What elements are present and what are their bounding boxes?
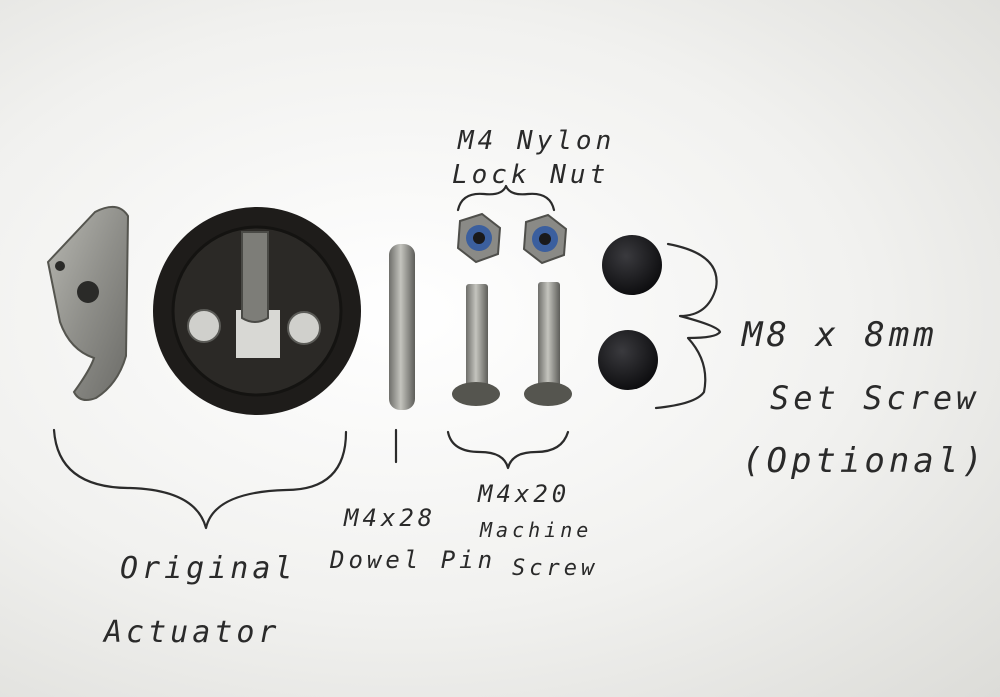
lock-nut-label-line2: Lock Nut xyxy=(452,160,610,190)
set-screw-label-line1: M8 x 8mm xyxy=(742,315,938,355)
machine-screw-label-line3: Screw xyxy=(512,556,599,581)
machine-screw-label-line1: M4x20 xyxy=(478,480,571,508)
dowel-pin-label-line1: M4x28 xyxy=(344,504,437,532)
lock-nut-label-line1: M4 Nylon xyxy=(458,126,616,156)
ink-annotations xyxy=(52,184,722,530)
actuator-label-line2: Actuator xyxy=(104,615,281,650)
machine-screw-part xyxy=(452,282,572,406)
actuator-label-line1: Original xyxy=(120,551,297,586)
ring-part xyxy=(153,207,361,415)
machine-screw-label-line2: Machine xyxy=(480,518,593,542)
set-screw-label-line2: Set Screw xyxy=(770,379,980,417)
dowel-pin-label-line2: Dowel Pin xyxy=(330,546,497,574)
dowel-pin-part xyxy=(389,244,415,410)
lock-nut-part xyxy=(456,212,568,265)
set-screw-label-line3: (Optional) xyxy=(742,441,987,481)
set-screw-part xyxy=(598,235,662,390)
actuator-part xyxy=(46,205,130,401)
